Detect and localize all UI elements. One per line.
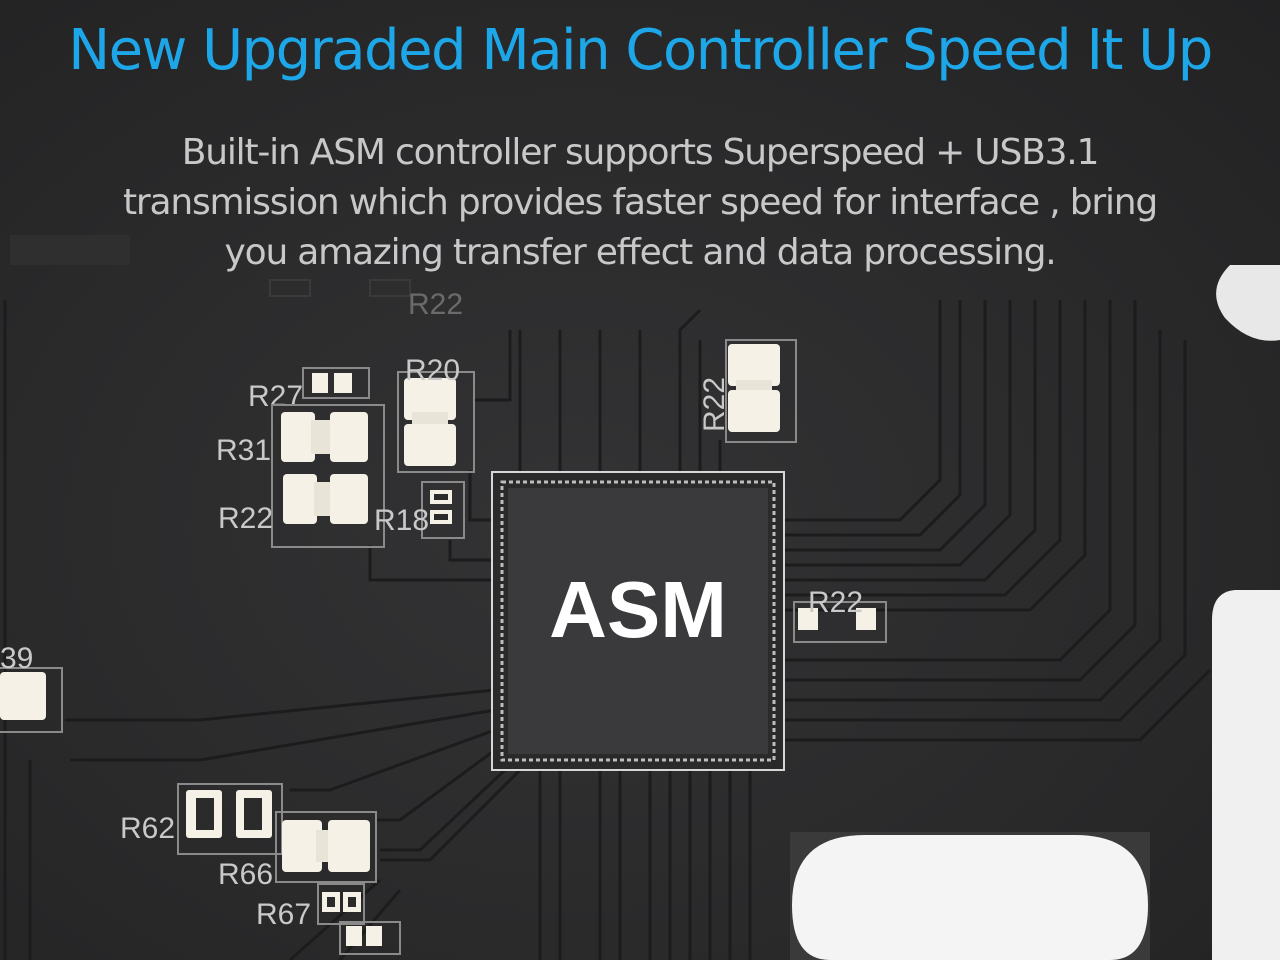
- crystal-oscillator: [792, 835, 1148, 960]
- silkscreen-label: R67: [256, 898, 311, 931]
- banner-description: Built-in ASM controller supports Supersp…: [60, 128, 1220, 278]
- silkscreen-label: R22: [808, 586, 863, 619]
- resistor-r18: R18: [374, 481, 465, 539]
- silkscreen-label: R20: [405, 354, 460, 387]
- asm-controller-chip: ASM: [491, 471, 785, 771]
- resistor-r31: R31: [216, 404, 385, 548]
- faint-board-marking: [10, 235, 130, 265]
- silkscreen-label: R22: [218, 502, 273, 535]
- silkscreen-label: R22: [698, 377, 731, 432]
- silkscreen-label: R18: [374, 504, 429, 537]
- resistor-r22-right: R22: [793, 586, 887, 643]
- board-cutout-edge: [1212, 590, 1280, 960]
- resistor-r39: 39: [0, 642, 63, 733]
- chip-label: ASM: [549, 565, 727, 654]
- silkscreen-label: R22: [408, 288, 463, 321]
- resistor-r20: R20: [397, 354, 475, 473]
- resistor-r27: R27: [248, 367, 370, 413]
- silkscreen-label: R27: [248, 380, 303, 413]
- silkscreen-label: R66: [218, 858, 273, 891]
- silkscreen-label: R31: [216, 434, 271, 467]
- resistor-r67: R67: [256, 883, 401, 955]
- description-line: transmission which provides faster speed…: [122, 182, 1158, 223]
- resistor-r22-left: R22: [218, 474, 368, 535]
- board-traces: [3, 300, 1212, 960]
- silkscreen-label: 39: [0, 642, 33, 675]
- description-line: Built-in ASM controller supports Supersp…: [181, 132, 1100, 173]
- silkscreen-label: R62: [120, 812, 175, 845]
- resistor-r66: R66: [218, 811, 377, 891]
- faint-component-outline: [269, 279, 311, 297]
- mounting-hole: [1216, 265, 1280, 341]
- faint-component-outline: [369, 279, 411, 297]
- banner-title: New Upgraded Main Controller Speed It Up: [68, 18, 1213, 83]
- description-line: you amazing transfer effect and data pro…: [224, 232, 1057, 273]
- resistor-r22-rotated: R22: [698, 339, 797, 443]
- resistor-r62: R62: [120, 783, 283, 855]
